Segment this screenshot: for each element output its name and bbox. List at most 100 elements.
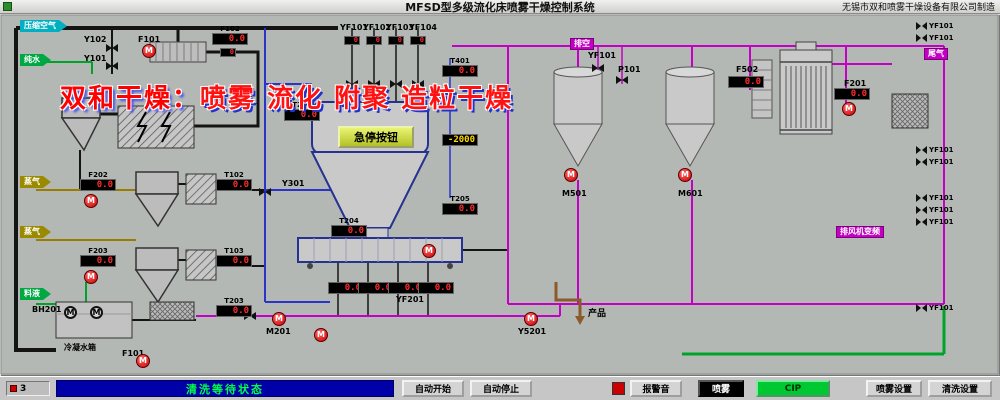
equipment-tag: YF201 — [396, 295, 424, 304]
valve-label: YF101 — [929, 158, 954, 166]
valve-row[interactable]: YF101 — [916, 206, 953, 215]
valve-icon — [916, 158, 927, 167]
pump-motor[interactable]: M — [142, 44, 156, 58]
value-display: 0 — [388, 36, 404, 45]
pump-motor[interactable]: M — [678, 168, 692, 182]
cyclone-mid-1 — [134, 171, 217, 228]
valve-row[interactable]: YF101 — [916, 22, 953, 31]
value-display: 0 — [344, 36, 360, 45]
pump-motor[interactable]: M — [84, 194, 98, 208]
stream-label: 压缩空气 — [20, 20, 67, 32]
stream-label: 蒸气 — [20, 176, 51, 188]
valve-icon — [916, 146, 927, 155]
value-display: 0 — [366, 36, 382, 45]
display-label: T103 — [224, 247, 244, 255]
display-value: 0.0 — [216, 255, 252, 267]
value-display: 0.0 — [834, 88, 870, 100]
display-value: 0 — [344, 36, 360, 45]
display-label: T102 — [224, 171, 244, 179]
display-value: 0 — [220, 48, 236, 57]
equipment-tag: Y101 — [84, 54, 107, 63]
cip-button[interactable]: CIP — [756, 380, 830, 397]
valve-icon — [916, 218, 927, 227]
pipe-flag: 尾气 — [924, 48, 948, 60]
display-value: 0.0 — [442, 203, 478, 215]
emergency-stop-button[interactable]: 急停按钮 — [338, 126, 414, 148]
display-value: 0 — [410, 36, 426, 45]
window-title: MFSD型多级流化床喷雾干燥控制系统 — [405, 0, 595, 14]
valve-row[interactable]: YF101 — [916, 146, 953, 155]
valve-icon — [916, 34, 927, 43]
alarm-count: 3 — [20, 383, 27, 394]
spray-button[interactable]: 喷雾 — [698, 380, 744, 397]
pump-motor[interactable]: M — [564, 168, 578, 182]
equipment-tag: M501 — [562, 189, 587, 198]
display-value: 0.0 — [834, 88, 870, 100]
pump-motor[interactable]: M — [136, 354, 150, 368]
pump-motor[interactable]: M — [314, 328, 328, 342]
pump-motor[interactable]: M — [524, 312, 538, 326]
display-value: 0.0 — [284, 109, 320, 121]
pump-motor[interactable]: M — [422, 244, 436, 258]
equipment-tag: YF101 — [588, 51, 616, 60]
pump-motor[interactable]: M — [84, 270, 98, 284]
valve-row[interactable]: YF101 — [916, 218, 953, 227]
valve-row[interactable]: YF101 — [916, 194, 953, 203]
equipment-tag: YF101 — [340, 23, 368, 32]
valve-icon — [916, 22, 927, 31]
alarm-count-box: 3 — [6, 381, 50, 396]
plant-svg — [0, 14, 999, 375]
clean-settings-button[interactable]: 清洗设置 — [928, 380, 992, 397]
equipment-tag: Y102 — [84, 35, 107, 44]
valve-row[interactable]: YF101 — [916, 34, 953, 43]
valve-icon — [916, 304, 927, 313]
valve-label: YF101 — [929, 218, 954, 226]
display-value: 0 — [388, 36, 404, 45]
spray-settings-button[interactable]: 喷雾设置 — [866, 380, 922, 397]
equipment-tag: Y301 — [282, 179, 305, 188]
vendor-watermark: 双和干燥：喷雾 流化 附聚 造粒干燥 — [60, 78, 513, 115]
valve-row[interactable]: YF101 — [916, 158, 953, 167]
filter-box-small — [149, 301, 195, 321]
alarm-icon[interactable] — [612, 382, 625, 395]
equipment-tag: YF103 — [386, 23, 414, 32]
alarm-sound-button[interactable]: 报警音 — [630, 380, 682, 397]
display-value: 0.0 — [418, 282, 454, 294]
bag-filter — [891, 93, 929, 129]
pump-motor[interactable]: M — [842, 102, 856, 116]
valve-label: YF101 — [929, 304, 954, 312]
cyclone-mid-2 — [134, 247, 217, 304]
valve-label: YF101 — [929, 206, 954, 214]
valve-icon — [916, 194, 927, 203]
display-value: 0.0 — [80, 179, 116, 191]
equipment-tag: YF102 — [363, 23, 391, 32]
pump-motor[interactable]: M — [272, 312, 286, 326]
valve-icon — [916, 206, 927, 215]
display-label: F203 — [88, 247, 108, 255]
stream-label: 料液 — [20, 288, 51, 300]
pipe-flag: 排风机变频 — [836, 226, 884, 238]
status-bar: 清洗等待状态 — [56, 380, 394, 397]
tube-tower — [779, 41, 833, 135]
blue-pipes — [264, 28, 451, 303]
display-value: 0.0 — [728, 76, 764, 88]
heat-exchanger — [149, 41, 207, 63]
auto-stop-button[interactable]: 自动停止 — [470, 380, 532, 397]
company-label: 无锡市双和喷雾干燥设备有限公司制造 — [841, 3, 995, 13]
valve-label: YF101 — [929, 22, 954, 30]
equipment-tag: Y5201 — [518, 327, 547, 336]
equipment-tag: BH201 — [32, 305, 62, 314]
equipment-tag: M201 — [266, 327, 291, 336]
display-value: 0.0 — [216, 179, 252, 191]
auto-start-button[interactable]: 自动开始 — [402, 380, 464, 397]
watermark-suffix: 喷雾 流化 附聚 造粒干燥 — [200, 84, 514, 114]
display-label: T201 — [292, 101, 312, 109]
valve-row[interactable]: YF101 — [916, 304, 953, 313]
display-label: T205 — [450, 195, 470, 203]
display-value: -2000 — [442, 134, 478, 146]
